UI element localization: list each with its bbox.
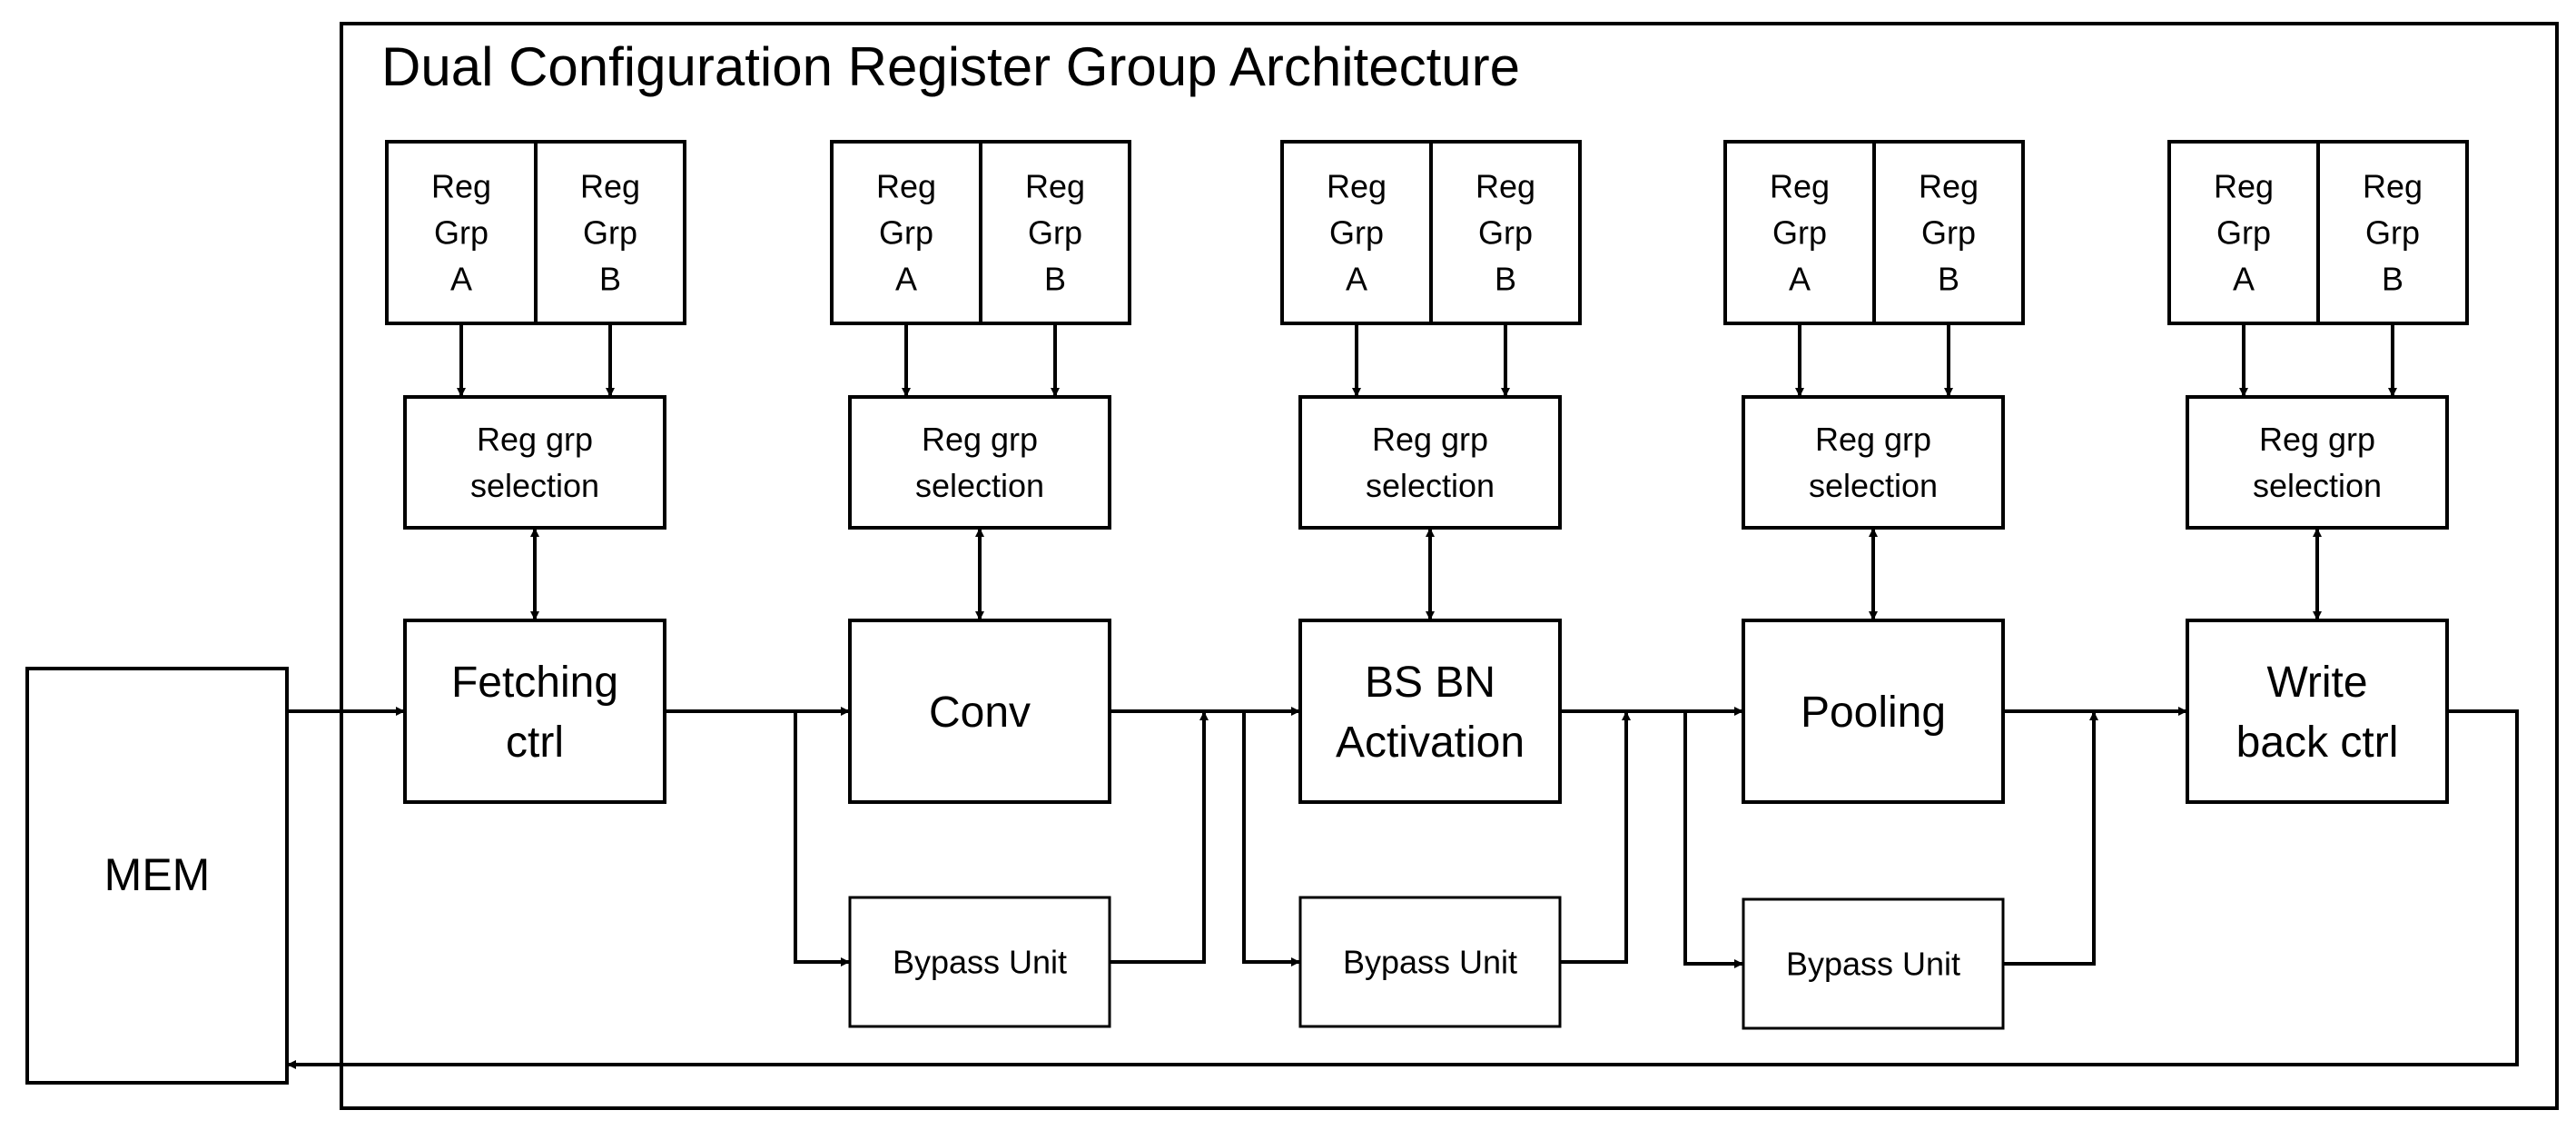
bypass-input-arrow bbox=[1242, 711, 1300, 966]
reg-group-a-box bbox=[385, 140, 538, 325]
reg-grp-selection-box bbox=[848, 395, 1111, 530]
reg-grp-selection-label: selection bbox=[1366, 467, 1495, 504]
reg-group-a-label: Reg bbox=[1327, 168, 1387, 205]
bypass-unit-label: Bypass Unit bbox=[1786, 946, 1960, 983]
pipeline-stage-label: back ctrl bbox=[2236, 719, 2399, 767]
reg-group-a-box bbox=[1723, 140, 1876, 325]
reg-group-b-label: Reg bbox=[580, 168, 640, 205]
pipeline-stage-label: Fetching bbox=[451, 659, 618, 707]
reg-group-a-label: Reg bbox=[2214, 168, 2274, 205]
dataflow-wires bbox=[287, 323, 2519, 1069]
bypass-input-arrow bbox=[1683, 711, 1743, 968]
reg-group-a-box bbox=[2167, 140, 2320, 325]
bypass-output-arrow bbox=[1110, 711, 1209, 964]
reg-grp-selection-label: Reg grp bbox=[477, 421, 593, 458]
bypass-input-arrow bbox=[794, 711, 850, 966]
pipeline-stage-box bbox=[1742, 619, 2005, 804]
architecture-frame bbox=[340, 22, 2559, 1110]
bypass-output-arrow bbox=[2003, 711, 2098, 966]
reg-group-b-label: Grp bbox=[1028, 214, 1082, 252]
reg-group-a-label: Grp bbox=[434, 214, 489, 252]
pipeline-stage-box bbox=[2186, 619, 2449, 804]
reg-grp-selection-label: selection bbox=[1809, 467, 1938, 504]
reg-grp-selection-label: selection bbox=[470, 467, 599, 504]
reg-group-b-label: Reg bbox=[1919, 168, 1979, 205]
reg-grp-selection-box bbox=[1742, 395, 2005, 530]
reg-grp-selection-label: Reg grp bbox=[1372, 421, 1488, 458]
pipeline-stage-box bbox=[1298, 619, 1562, 804]
reg-grp-selection-label: selection bbox=[915, 467, 1044, 504]
diagram-title: Dual Configuration Register Group Archit… bbox=[381, 36, 1520, 97]
reg-group-a-label: A bbox=[2233, 261, 2255, 298]
bypass-unit-box bbox=[1298, 896, 1562, 1028]
pipeline-stage-label: Activation bbox=[1336, 719, 1525, 767]
reg-group-a-label: Reg bbox=[431, 168, 491, 205]
reg-grp-selection-label: Reg grp bbox=[922, 421, 1038, 458]
reg-group-a-label: Reg bbox=[876, 168, 936, 205]
reg-grp-selection-box bbox=[1298, 395, 1562, 530]
bypass-unit-label: Bypass Unit bbox=[1343, 944, 1517, 981]
pipeline-stage-label: Conv bbox=[929, 689, 1031, 737]
pipeline-stage-label: Write bbox=[2266, 659, 2367, 707]
reg-group-b-label: B bbox=[599, 261, 621, 298]
bypass-unit-label: Bypass Unit bbox=[893, 944, 1067, 981]
reg-group-a-label: Reg bbox=[1770, 168, 1830, 205]
reg-grp-selection-label: Reg grp bbox=[1815, 421, 1931, 458]
reg-group-a-label: A bbox=[895, 261, 917, 298]
reg-grp-selection-label: selection bbox=[2253, 467, 2382, 504]
bypass-output-arrow bbox=[1560, 711, 1631, 964]
reg-group-b-box bbox=[534, 140, 686, 325]
reg-grp-selection-label: Reg grp bbox=[2259, 421, 2375, 458]
reg-group-b-box bbox=[1429, 140, 1582, 325]
reg-group-b-label: Grp bbox=[583, 214, 637, 252]
reg-group-b-label: B bbox=[1044, 261, 1066, 298]
reg-group-a-label: A bbox=[1346, 261, 1367, 298]
reg-group-b-label: Grp bbox=[2365, 214, 2420, 252]
reg-group-a-box bbox=[1280, 140, 1433, 325]
reg-group-b-label: B bbox=[2382, 261, 2403, 298]
reg-group-b-label: Grp bbox=[1921, 214, 1976, 252]
reg-group-b-label: Reg bbox=[1025, 168, 1085, 205]
reg-grp-selection-box bbox=[2186, 395, 2449, 530]
writeback-to-mem-arrow bbox=[287, 709, 2519, 1069]
reg-group-b-label: B bbox=[1495, 261, 1516, 298]
pipeline-stage-label: Pooling bbox=[1801, 689, 1946, 737]
reg-group-a-label: A bbox=[450, 261, 472, 298]
reg-group-a-label: Grp bbox=[1329, 214, 1384, 252]
reg-group-a-label: Grp bbox=[2216, 214, 2271, 252]
reg-group-b-label: B bbox=[1938, 261, 1959, 298]
reg-group-b-label: Reg bbox=[2363, 168, 2423, 205]
pipeline-stage-label: BS BN bbox=[1365, 659, 1495, 707]
bypass-unit-box bbox=[1742, 897, 2005, 1030]
reg-group-a-label: A bbox=[1789, 261, 1811, 298]
reg-grp-selection-box bbox=[403, 395, 666, 530]
pipeline-stage-box bbox=[403, 619, 666, 804]
reg-group-b-label: Grp bbox=[1478, 214, 1533, 252]
memory-label: MEM bbox=[104, 849, 211, 900]
reg-group-b-label: Reg bbox=[1476, 168, 1535, 205]
reg-group-a-label: Grp bbox=[1772, 214, 1827, 252]
memory-block bbox=[25, 667, 289, 1085]
reg-group-a-box bbox=[830, 140, 982, 325]
reg-group-a-label: Grp bbox=[879, 214, 933, 252]
bypass-unit-box bbox=[848, 896, 1111, 1028]
pipeline-stage-label: ctrl bbox=[506, 719, 564, 767]
